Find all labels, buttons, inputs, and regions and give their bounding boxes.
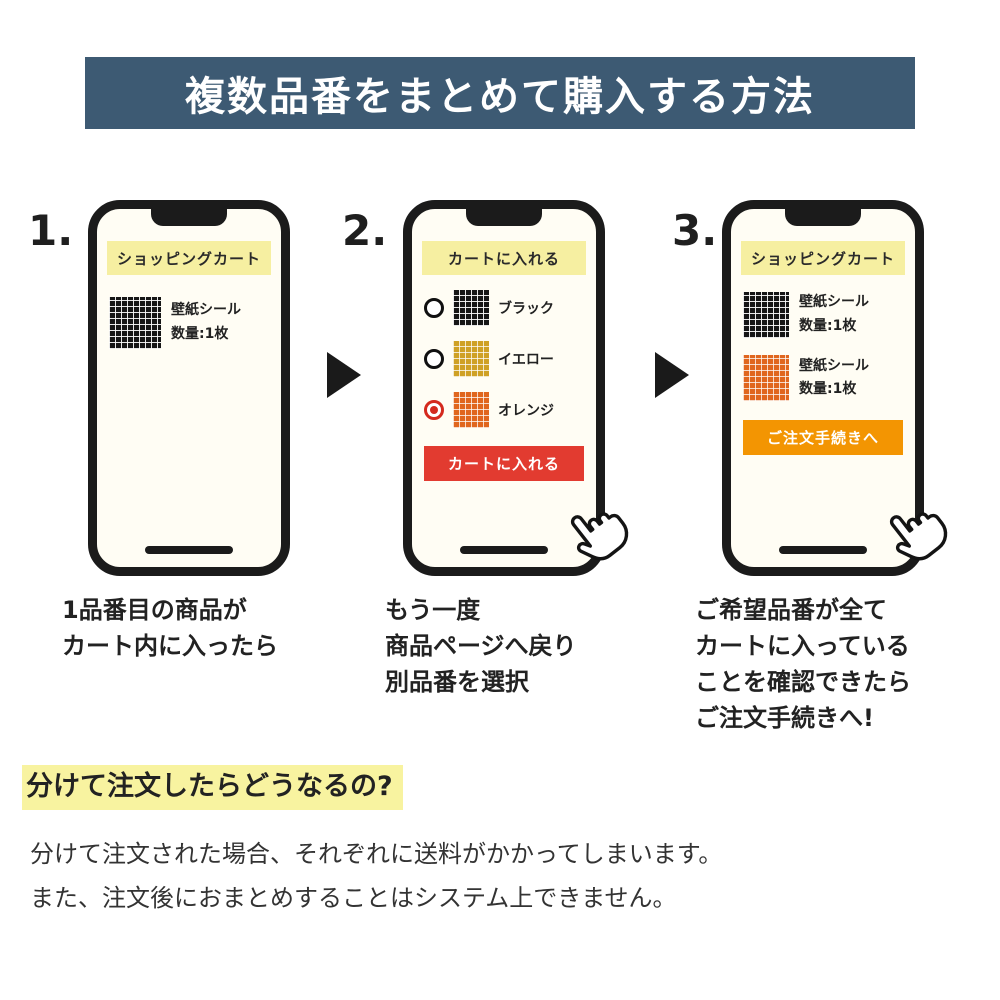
phone-notch <box>466 208 542 226</box>
product-name: 壁紙シール <box>799 294 869 310</box>
product-swatch-yellow <box>453 341 489 377</box>
right-arrow-icon <box>655 352 689 398</box>
note-body-line: また、注文後におまとめすることはシステム上できません。 <box>30 884 677 913</box>
cart-header: ショッピングカート <box>741 241 905 275</box>
caption-line: カート内に入ったら <box>62 632 278 660</box>
checkout-button: ご注文手続きへ <box>743 420 903 456</box>
product-swatch-orange <box>453 392 489 428</box>
product-qty: 数量:1枚 <box>799 317 857 334</box>
cart-item-text: 壁紙シール 数量:1枚 <box>799 355 869 403</box>
caption-line: ことを確認できたら <box>695 668 911 696</box>
caption-line: ご希望品番が全て <box>695 596 887 624</box>
product-swatch-orange <box>743 355 789 402</box>
cart-item: 壁紙シール 数量:1枚 <box>731 291 915 339</box>
radio-selected-icon <box>424 400 444 420</box>
step-2-caption: もう一度 商品ページへ戻り 別品番を選択 <box>385 592 577 700</box>
product-name: 壁紙シール <box>799 357 869 374</box>
phone-home-indicator <box>145 546 233 554</box>
step-2-number: 2. <box>342 206 388 255</box>
hand-cursor-icon <box>554 487 643 577</box>
caption-line: カートに入っている <box>695 632 910 660</box>
phone-notch <box>151 208 227 226</box>
caption-line: もう一度 <box>385 596 481 624</box>
caption-line: 商品ページへ戻り <box>385 632 577 660</box>
product-qty: 数量:1枚 <box>799 381 857 398</box>
cart-item: 壁紙シール 数量:1枚 <box>731 355 915 403</box>
product-swatch-black <box>743 291 789 338</box>
phone-mockup-step3: ショッピングカート 壁紙シール 数量:1枚 壁紙シール 数量:1枚 ご注文手続き… <box>722 200 948 576</box>
product-swatch-black <box>109 297 161 349</box>
product-name: 壁紙シール <box>171 302 241 319</box>
option-label: オレンジ <box>498 403 554 419</box>
step-3-number: 3. <box>672 206 718 255</box>
phone-mockup-step2: カートに入れる ブラック イエロー オレンジ カートに入れる <box>403 200 629 576</box>
right-arrow-icon <box>327 352 361 398</box>
hand-cursor-icon <box>873 487 962 577</box>
title-banner: 複数品番をまとめて購入する方法 <box>85 57 915 129</box>
add-to-cart-header: カートに入れる <box>422 241 586 275</box>
product-qty: 数量:1枚 <box>171 326 229 342</box>
option-label: ブラック <box>498 301 554 317</box>
phone-home-indicator <box>779 546 867 554</box>
radio-unselected-icon <box>424 349 444 369</box>
phone-notch <box>785 208 861 226</box>
highlighted-heading-text: 分けて注文したらどうなるの? <box>22 765 403 810</box>
color-option-yellow: イエロー <box>412 341 596 377</box>
color-option-orange: オレンジ <box>412 392 596 428</box>
step-1-caption: 1品番目の商品が カート内に入ったら <box>62 592 278 664</box>
cart-item-text: 壁紙シール 数量:1枚 <box>799 291 869 339</box>
add-to-cart-button: カートに入れる <box>424 446 584 481</box>
color-option-black: ブラック <box>412 290 596 326</box>
caption-line: ご注文手続きへ! <box>695 704 874 732</box>
cart-item: 壁紙シール 数量:1枚 <box>97 297 281 349</box>
step-3-caption: ご希望品番が全て カートに入っている ことを確認できたら ご注文手続きへ! <box>695 592 911 736</box>
phone-mockup-step1: ショッピングカート 壁紙シール 数量:1枚 <box>88 200 290 576</box>
page-title: 複数品番をまとめて購入する方法 <box>185 74 815 120</box>
step-1-number: 1. <box>28 206 74 255</box>
caption-line: 1品番目の商品が <box>62 596 247 624</box>
note-body-line: 分けて注文された場合、それぞれに送料がかかってしまいます。 <box>30 840 723 868</box>
cart-header: ショッピングカート <box>107 241 271 275</box>
radio-unselected-icon <box>424 298 444 318</box>
note-body: 分けて注文された場合、それぞれに送料がかかってしまいます。 また、注文後におまと… <box>30 832 722 921</box>
option-label: イエロー <box>498 352 554 368</box>
note-heading: 分けて注文したらどうなるの? <box>22 764 403 810</box>
caption-line: 別品番を選択 <box>385 668 529 696</box>
phone-home-indicator <box>460 546 548 554</box>
product-swatch-black <box>453 290 489 326</box>
cart-item-text: 壁紙シール 数量:1枚 <box>171 299 241 347</box>
